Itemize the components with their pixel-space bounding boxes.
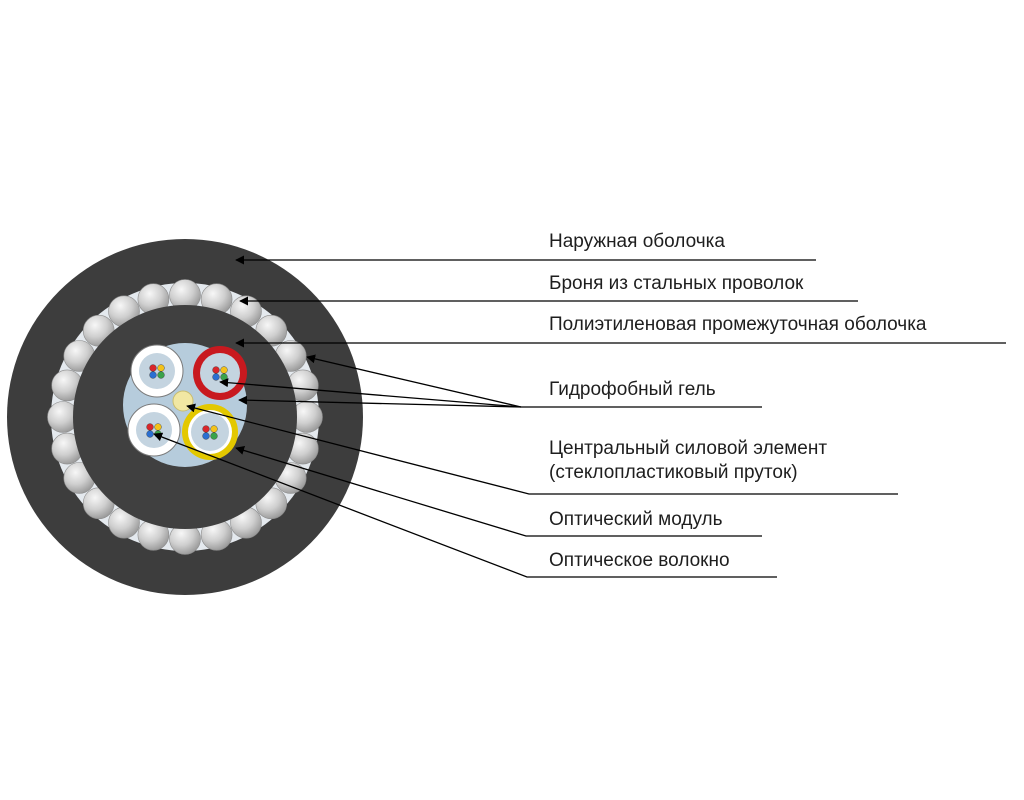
optical-fiber-dot (210, 432, 218, 440)
leader-central-member (186, 403, 898, 495)
label-central-member-line1: Центральный силовой элемент (549, 438, 828, 459)
optical-fiber-dot (202, 425, 210, 433)
optical-module-red (193, 346, 247, 400)
optical-fiber-dot (220, 366, 228, 374)
optical-fiber-dot (149, 371, 157, 379)
optical-fiber-dot (212, 366, 220, 374)
label-optical-module: Оптический модуль (549, 509, 723, 530)
leader-gel-1 (306, 354, 522, 408)
leader-optical-fiber (153, 432, 777, 578)
optical-fiber-dot (157, 371, 165, 379)
label-central-member-line2: (стеклопластиковый пруток) (549, 462, 798, 483)
leader-optical-module (235, 446, 762, 537)
optical-fiber-dot (210, 425, 218, 433)
label-outer-sheath: Наружная оболочка (549, 231, 725, 252)
leader-lines (153, 255, 1006, 578)
leader-gel-2 (219, 378, 522, 408)
optical-fibers (146, 364, 228, 440)
optical-fiber-dot (212, 373, 220, 381)
optical-fiber-dot (157, 364, 165, 372)
optical-module-yellow (182, 404, 238, 460)
optical-fiber-dot (154, 423, 162, 431)
optical-fiber-dot (220, 373, 228, 381)
label-central-member: Центральный силовой элемент (стеклопласт… (549, 437, 827, 485)
cable-cross-section (7, 239, 363, 595)
optical-fiber-dot (149, 364, 157, 372)
central-strength-member (172, 390, 194, 412)
leader-gel-3 (238, 395, 522, 408)
label-intermediate-sheath: Полиэтиленовая промежуточная оболочка (549, 314, 927, 335)
optical-module-white-top (130, 344, 184, 398)
optical-fiber-dot (146, 430, 154, 438)
optical-fiber-dot (202, 432, 210, 440)
label-optical-fiber: Оптическое волокно (549, 550, 730, 571)
optical-module-white-bottom (127, 403, 181, 457)
label-hydrophobic-gel: Гидрофобный гель (549, 379, 716, 400)
label-steel-armor: Броня из стальных проволок (549, 273, 804, 294)
optical-fiber-dot (146, 423, 154, 431)
